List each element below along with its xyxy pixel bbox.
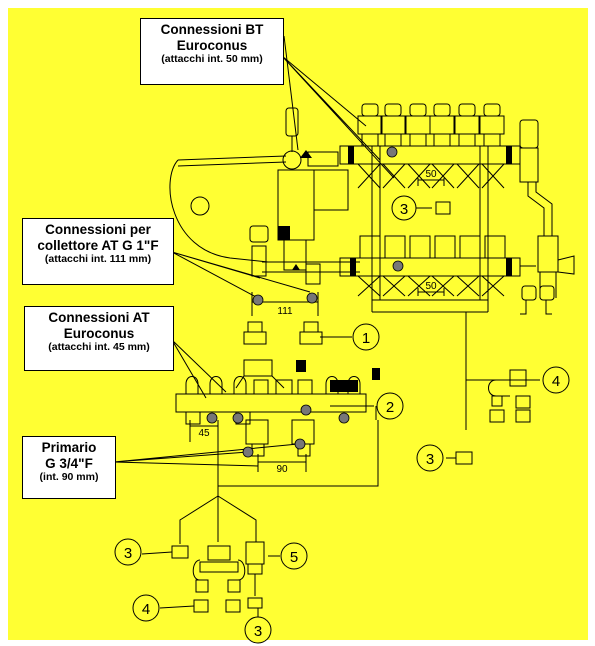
dim-bt-bottom: 50 [425,281,437,292]
item-number-3-main: 3 [391,195,417,221]
item-1-nipples [243,321,352,345]
callout-at-euroconus-note: (attacchi int. 45 mm) [48,341,150,354]
callout-primary-line1: Primario [41,440,97,455]
callout-at-manifold-note: (attacchi int. 111 mm) [44,253,152,266]
svg-text:4: 4 [142,601,150,618]
svg-text:3: 3 [254,623,262,640]
svg-text:3: 3 [400,201,408,218]
item-3-right [446,451,473,465]
svg-text:3: 3 [124,545,132,562]
svg-text:1: 1 [362,330,370,347]
connector-dots [206,146,404,458]
item-number-3-left: 3 [114,538,142,566]
item-4-right [466,369,540,423]
item-number-3-bottom: 3 [244,616,272,644]
callout-bt-euroconus: Connessioni BT Euroconus (attacchi int. … [140,18,284,85]
svg-text:3: 3 [426,451,434,468]
item-number-2: 2 [376,392,404,420]
callout-at-manifold-line2: collettore AT G 1"F [37,237,159,253]
dim-primary-spacing: 90 [276,464,288,475]
upper-manifold [169,103,575,430]
leader-lines [113,35,432,618]
black-knobs [278,146,512,392]
item-number-4-left: 4 [132,594,160,622]
dim-bt-top: 50 [425,169,437,180]
callout-at-manifold: Connessioni per collettore AT G 1"F (att… [22,218,174,285]
callout-at-euroconus-line2: Euroconus [63,325,135,341]
dim-manifold: 111 [277,306,293,317]
callout-bt-note: (attacchi int. 50 mm) [161,53,263,66]
callout-primary: Primario G 3/4"F (int. 90 mm) [22,436,116,499]
svg-text:2: 2 [386,399,394,416]
bottom-fittings [171,495,265,613]
at-euroconus-manifold [175,359,379,496]
item-number-4-right: 4 [542,366,570,394]
item-number-5: 5 [280,542,308,570]
svg-text:5: 5 [290,549,298,566]
item-number-3-right: 3 [416,444,444,472]
callout-at-manifold-line1: Connessioni per [45,222,151,237]
callout-primary-line2: G 3/4"F [45,455,93,471]
dim-at-spacing: 45 [198,428,210,439]
callout-primary-note: (int. 90 mm) [39,471,99,484]
callout-at-euroconus: Connessioni AT Euroconus (attacchi int. … [24,306,174,371]
callout-bt-line1: Connessioni BT [160,22,264,37]
callout-bt-line2: Euroconus [176,37,248,53]
callout-at-euroconus-line1: Connessioni AT [48,310,150,325]
svg-text:4: 4 [552,373,560,390]
item-number-1: 1 [352,323,380,351]
